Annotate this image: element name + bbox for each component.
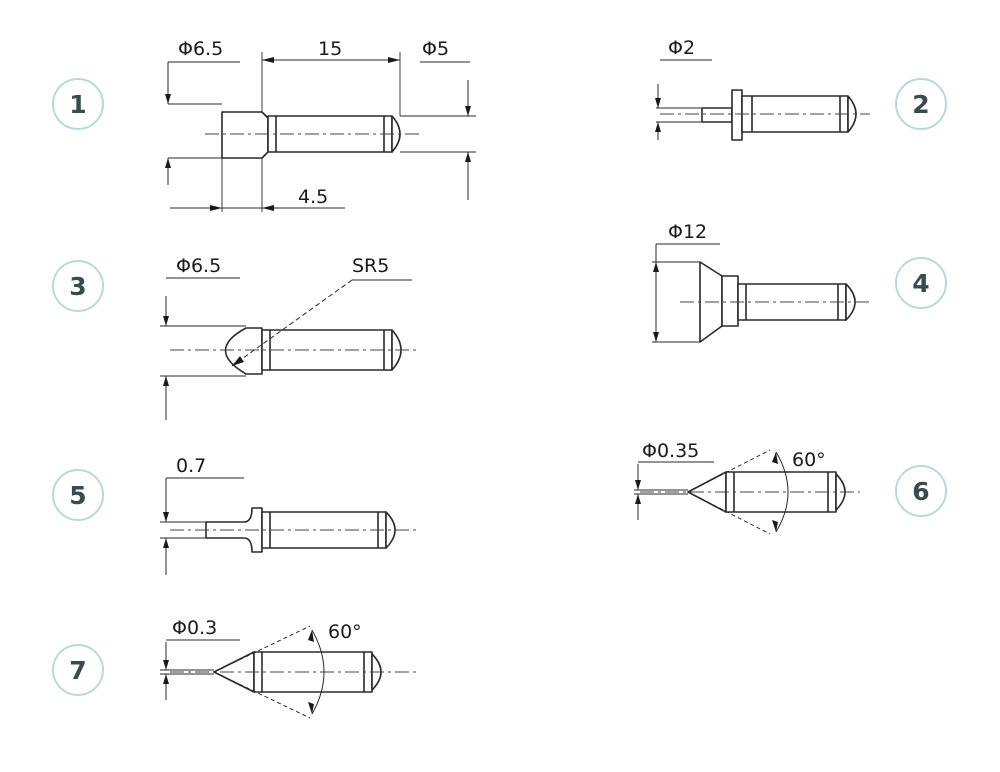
item-2-badge: 2 <box>895 78 947 130</box>
item-2-part <box>660 89 870 141</box>
item-6-label-tip-diameter: Φ0.35 <box>642 440 699 462</box>
item-4-label-diameter: Φ12 <box>668 221 707 243</box>
item-5-part <box>170 507 420 553</box>
item-3-badge: 3 <box>52 260 104 312</box>
item-2: 2 Φ2 <box>655 37 947 141</box>
item-3-label-diameter: Φ6.5 <box>176 255 221 277</box>
item-7-number: 7 <box>69 656 86 685</box>
item-7-part <box>170 625 420 719</box>
item-3-dimensions: Φ6.5 SR5 <box>160 255 412 420</box>
item-4: 4 Φ12 <box>652 221 947 343</box>
item-2-number: 2 <box>912 90 929 119</box>
item-5-number: 5 <box>69 481 86 510</box>
item-7-dimensions: Φ0.3 60° <box>160 617 362 700</box>
item-7-label-tip-diameter: Φ0.3 <box>172 617 217 639</box>
item-5-badge: 5 <box>52 469 104 521</box>
item-5-label-width: 0.7 <box>176 455 206 477</box>
item-4-dimensions: Φ12 <box>652 221 720 343</box>
item-1-part <box>205 111 420 159</box>
item-3: 3 Φ6.5 SR5 <box>52 255 420 420</box>
item-6: 6 Φ0.35 60° <box>634 440 947 535</box>
item-2-dimensions: Φ2 <box>655 37 712 140</box>
item-1-label-head-length: 4.5 <box>298 186 328 208</box>
item-6-badge: 6 <box>895 465 947 517</box>
item-7-badge: 7 <box>52 644 104 696</box>
item-7-label-angle: 60° <box>328 621 362 643</box>
item-1-number: 1 <box>69 90 86 119</box>
item-3-label-sphere-radius: SR5 <box>352 255 389 277</box>
item-5-dimensions: 0.7 <box>160 455 244 575</box>
item-3-part <box>170 327 420 375</box>
item-6-label-angle: 60° <box>792 449 826 471</box>
item-4-badge: 4 <box>895 257 947 309</box>
item-1-label-diameter-head: Φ6.5 <box>178 38 223 60</box>
item-1-badge: 1 <box>52 78 104 130</box>
item-5: 5 0.7 <box>52 455 420 575</box>
item-3-number: 3 <box>69 272 86 301</box>
item-6-part <box>640 449 860 535</box>
item-1-label-diameter-shank: Φ5 <box>422 38 449 60</box>
item-7: 7 Φ0.3 60° <box>52 617 420 719</box>
item-6-number: 6 <box>912 477 929 506</box>
item-4-number: 4 <box>912 269 929 298</box>
item-1: 1 Φ6.5 15 <box>52 38 476 212</box>
item-4-part <box>680 261 870 343</box>
item-6-dimensions: Φ0.35 60° <box>634 440 826 520</box>
item-2-label-diameter: Φ2 <box>668 37 695 59</box>
item-1-label-length: 15 <box>318 38 342 60</box>
item-1-dimensions: Φ6.5 15 Φ5 4.5 <box>165 38 476 212</box>
